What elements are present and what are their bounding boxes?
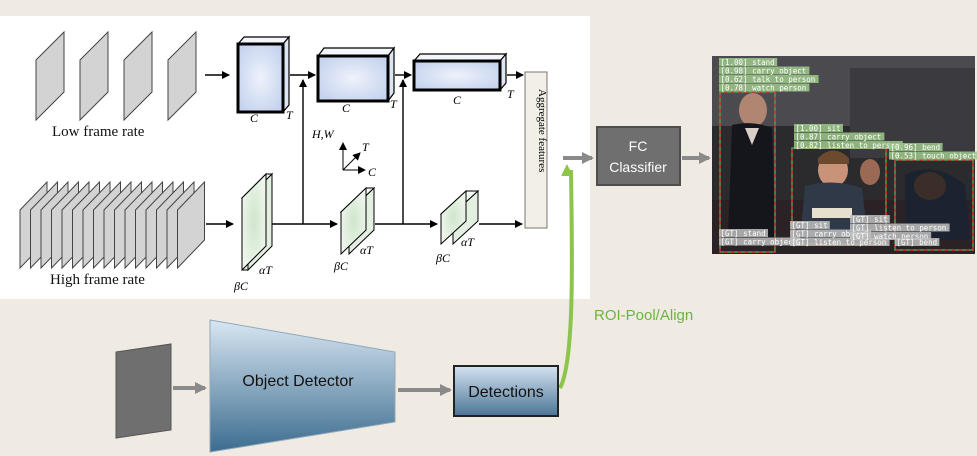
high-frame (177, 180, 205, 270)
slow-block-1-time: T (286, 108, 294, 122)
object-detector-shape (209, 319, 396, 453)
slow-block-3 (412, 52, 508, 92)
input-frame (115, 343, 172, 439)
fast-block-1 (240, 172, 274, 272)
detections-label: Detections (468, 384, 544, 401)
fast-block-2-channel: βC (333, 259, 349, 273)
video-tag-bg (794, 124, 843, 132)
axis-c-label: C (368, 165, 377, 179)
video-tag: [0.87] carry object (796, 133, 882, 142)
video-tag-bg (719, 229, 768, 237)
video-tag: [GT] carry object (792, 230, 869, 239)
fast-block-1-channel: βC (233, 279, 249, 293)
fast-block-3-time: αT (461, 235, 475, 249)
video-tag: [GT] bend (897, 238, 938, 247)
video-tag-bg (790, 238, 890, 246)
aggregate-features-box (524, 71, 548, 229)
slow-block-2 (316, 46, 396, 103)
fast-block-3-channel: βC (435, 251, 451, 265)
video-tag: [GT] watch person (852, 232, 929, 241)
video-tag: [GT] sit (792, 221, 828, 230)
aggregate-features-label: Aggregate features (536, 89, 548, 172)
fast-block-1-time: αT (259, 263, 273, 277)
video-tag-bg (790, 229, 872, 238)
video-tag-bg (889, 143, 943, 151)
video-tag-bg (895, 238, 940, 246)
low-frame-rate-frames (35, 30, 197, 122)
fc-label: FC (629, 138, 648, 154)
video-tag: [GT] listen to person (852, 224, 947, 233)
slow-block-3-time: T (507, 87, 515, 101)
fast-pathway-arrows (272, 79, 523, 228)
video-tag-bg (794, 132, 885, 141)
roi-label: ROI-Pool/Align (594, 307, 693, 324)
video-tag-bg (790, 221, 830, 229)
video-tag-bg (719, 237, 801, 246)
video-tag: [1.00] stand (721, 58, 775, 67)
video-tag-bg (889, 151, 977, 160)
video-tag: [GT] sit (852, 215, 888, 224)
video-tag-bg (719, 83, 810, 92)
roi-arrow (558, 164, 574, 389)
high-frame-rate-label: High frame rate (50, 272, 145, 288)
slow-block-3-channel: C (453, 93, 462, 107)
video-tag-bg (794, 141, 903, 149)
slow-block-1-channel: C (250, 111, 259, 125)
slow-block-2-time: T (390, 97, 398, 111)
video-tag-bg (850, 232, 932, 240)
fast-block-2 (339, 186, 376, 256)
axis-t-label: T (362, 140, 370, 154)
video-tag: [0.82] listen to person (796, 141, 900, 150)
video-tag-bg (719, 58, 778, 66)
video-tag: [1.00] sit (796, 124, 841, 133)
video-frame-tags: [1.00] stand[0.98] carry object[0.62] ta… (719, 58, 977, 247)
video-tag: [0.53] touch object (891, 152, 977, 161)
fc-classifier-box (596, 126, 681, 186)
video-tag-bg (719, 66, 810, 75)
axes-indicator (339, 142, 366, 174)
video-tag-bg (850, 223, 950, 232)
high-frame-rate-frames (19, 180, 205, 270)
fast-block-3 (439, 189, 480, 246)
video-tag: [GT] carry object (721, 238, 798, 247)
low-frame-rate-label: Low frame rate (52, 124, 145, 140)
video-tag-bg (719, 75, 819, 83)
fast-block-2-time: αT (360, 243, 374, 257)
video-tag: [0.78] watch person (721, 84, 807, 93)
video-tag: [0.98] carry object (721, 67, 807, 76)
video-tag: [0.62] talk to person (721, 75, 816, 84)
object-detector-label: Object Detector (242, 373, 354, 390)
video-tag: [0.96] bend (891, 143, 941, 152)
video-tag-bg (850, 215, 890, 223)
video-tag: [GT] listen to person (792, 238, 887, 247)
slow-block-1 (236, 35, 291, 114)
detections-box (453, 365, 559, 417)
slow-block-2-channel: C (342, 101, 351, 115)
video-tag: [GT] stand (721, 229, 766, 238)
axis-hw-label: H,W (311, 127, 335, 141)
classifier-label: Classifier (609, 159, 667, 175)
